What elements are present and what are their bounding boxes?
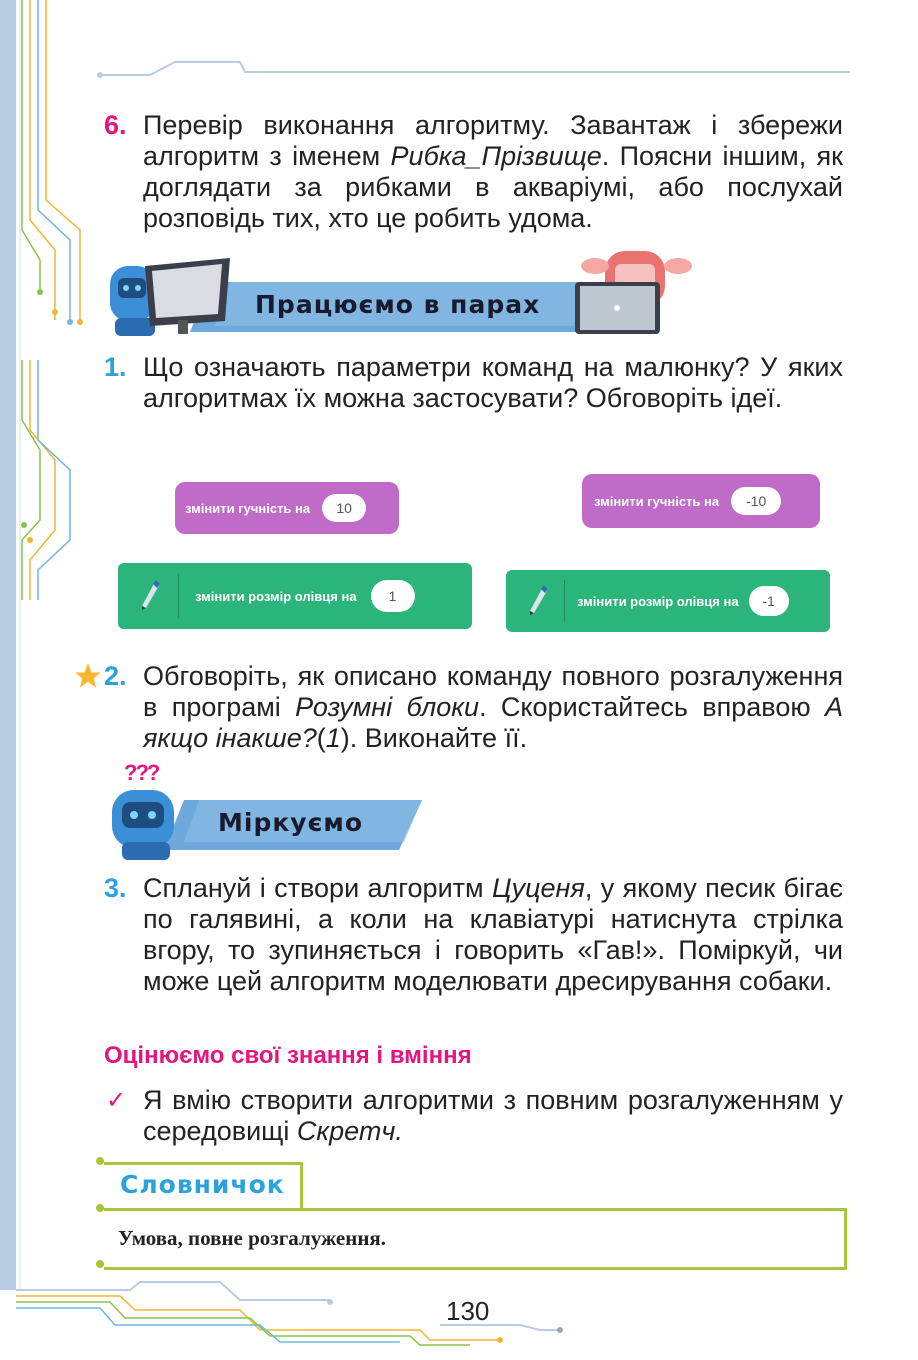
block-label: змінити розмір олівця на (195, 588, 357, 604)
block-value: -1 (748, 586, 789, 616)
sidebar-stripe (0, 0, 16, 1290)
task-2-text: Обговоріть, як описано команду повного р… (143, 661, 843, 753)
self-check-heading: Оцінюємо свої знання і вміння (104, 1042, 472, 1069)
robot-left-icon (110, 258, 230, 336)
task-6-number: 6. (104, 110, 127, 140)
thinking-robot-icon (112, 790, 174, 860)
pen-icon (138, 578, 162, 614)
banner-think-title: Міркуємо (218, 808, 364, 837)
block-label: змінити гучність на (594, 493, 720, 509)
banner-pairs-title: Працюємо в парах (255, 290, 541, 319)
page-number: 130 (446, 1296, 490, 1326)
block-change-pen-size-1: змінити розмір олівця на 1 (118, 563, 472, 629)
star-icon (75, 663, 101, 688)
question-marks: ??? (124, 760, 160, 785)
self-check-text: Я вмію створити алгоритми з повним розга… (143, 1085, 843, 1146)
glossary-tab (104, 1162, 303, 1209)
banner-think-graphic (112, 790, 422, 860)
task-2-number: 2. (104, 661, 127, 691)
block-label: змінити розмір олівця на (577, 593, 739, 609)
task-1-text: Що означають параметри команд на малюнку… (143, 352, 843, 413)
task-3-number: 3. (104, 873, 127, 903)
robot-right-icon (575, 251, 692, 334)
block-value: 1 (370, 580, 415, 612)
block-value: -10 (731, 487, 782, 515)
task-1-number: 1. (104, 352, 127, 382)
glossary-text: Умова, повне розгалуження. (118, 1226, 387, 1250)
block-divider (564, 580, 565, 622)
pen-icon (526, 583, 550, 619)
glossary-title: Словничок (120, 1170, 285, 1199)
block-change-volume-minus-10: змінити гучність на -10 (582, 474, 820, 528)
block-change-pen-size-minus-1: змінити розмір олівця на -1 (506, 570, 830, 632)
glossary-box (104, 1208, 847, 1270)
banner-pairs-graphic (110, 251, 692, 336)
block-value: 10 (322, 494, 367, 522)
task-6-text: Перевір виконання алгоритму. Завантаж і … (143, 110, 843, 233)
checkmark-icon: ✓ (106, 1087, 127, 1114)
block-divider (178, 574, 179, 618)
block-change-volume-10: змінити гучність на 10 (175, 482, 399, 534)
task-3-text: Сплануй і створи алгоритм Цуценя, у яком… (143, 873, 843, 996)
block-label: змінити гучність на (185, 500, 311, 516)
